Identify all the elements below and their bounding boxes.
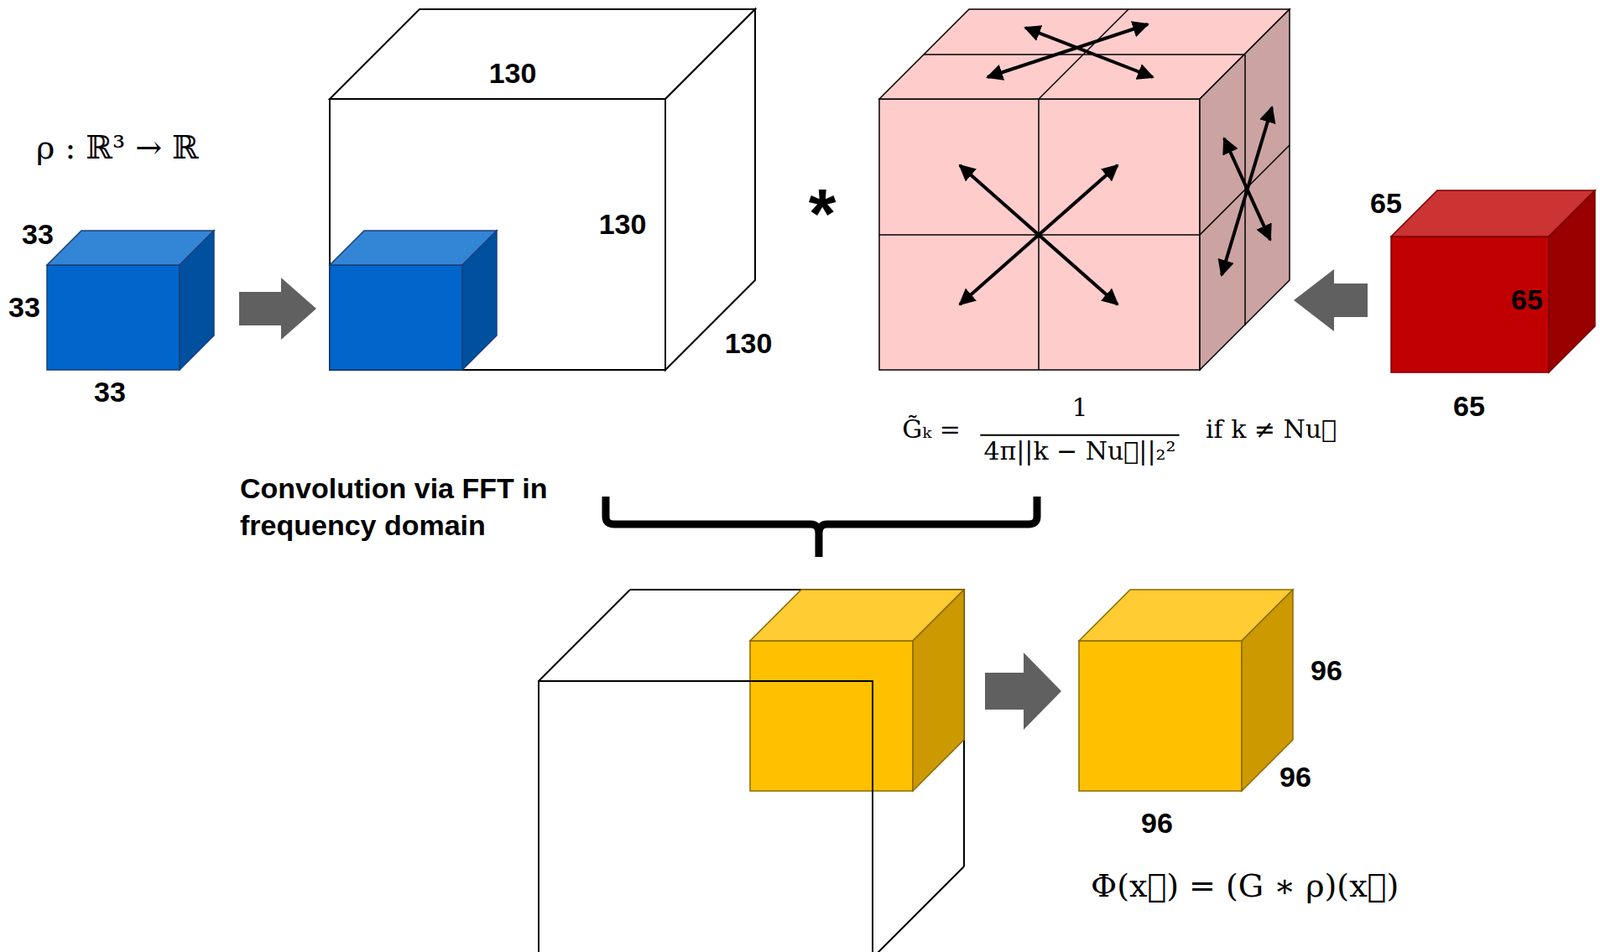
formula-part: 1 bbox=[1071, 393, 1088, 423]
bracket bbox=[605, 496, 1038, 558]
dimension-label: 33 bbox=[93, 376, 126, 408]
dimension-label: 96 bbox=[1310, 655, 1343, 687]
padded-cube bbox=[329, 9, 756, 371]
dimension-label: 33 bbox=[8, 291, 41, 324]
dimension-label: 65 bbox=[1511, 284, 1543, 316]
domain-formula: ρ : ℝ³ → ℝ bbox=[36, 130, 199, 167]
dimension-label: 130 bbox=[489, 57, 537, 89]
dimension-label: 65 bbox=[1453, 390, 1486, 423]
dimension-label: 96 bbox=[1141, 807, 1173, 840]
yellow-cube bbox=[750, 589, 965, 792]
grey-arrow bbox=[1293, 269, 1368, 332]
blue-cube bbox=[46, 230, 214, 371]
process-caption: Convolution via FFT in frequency domain bbox=[239, 469, 576, 544]
yellow-cube bbox=[1078, 589, 1293, 792]
dimension-label: 33 bbox=[21, 218, 54, 251]
result-cube bbox=[538, 589, 965, 952]
formula-part: 4π||k − Nu⃗||₂² bbox=[983, 437, 1176, 467]
blue-cube bbox=[329, 230, 497, 371]
result-formula: Φ(x⃗) = (G ∗ ρ)(x⃗) bbox=[1090, 868, 1399, 906]
grey-arrow bbox=[985, 652, 1062, 730]
kernel-cube bbox=[879, 9, 1290, 371]
symmetry-arrows bbox=[959, 24, 1272, 305]
dimension-label: 96 bbox=[1279, 761, 1312, 793]
dimension-label: 65 bbox=[1370, 187, 1402, 219]
dimension-label: 130 bbox=[724, 328, 773, 360]
convolution-symbol: * bbox=[808, 178, 837, 250]
formula-part: G̃ₖ = bbox=[901, 415, 961, 445]
formula-part: if k ≠ Nu⃗ bbox=[1205, 415, 1337, 445]
red-cube bbox=[1391, 190, 1595, 373]
fraction-bar bbox=[979, 434, 1179, 437]
dimension-label: 130 bbox=[599, 208, 647, 240]
result-cube-front bbox=[538, 681, 873, 952]
grey-arrow bbox=[239, 277, 317, 340]
